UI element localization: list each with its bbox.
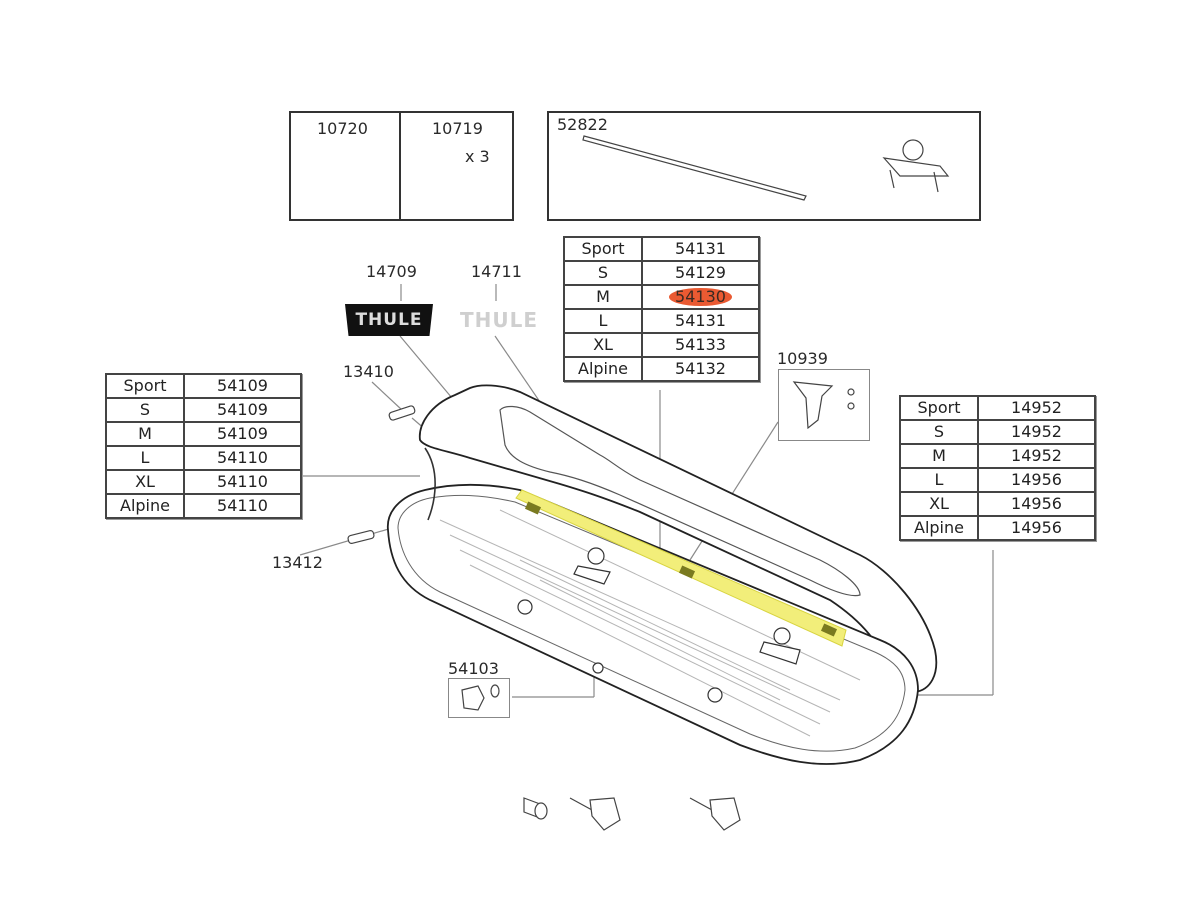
size-cell: XL <box>899 491 979 517</box>
part-number-cell[interactable]: 14952 <box>977 419 1096 445</box>
callout-13412[interactable]: 13412 <box>272 553 323 572</box>
part-number-cell[interactable]: 54131 <box>641 308 760 334</box>
size-cell: L <box>899 467 979 493</box>
lock-cap-54103 <box>461 684 500 711</box>
logo-text: THULE <box>459 308 539 332</box>
part-number-label: 10719 <box>432 119 483 138</box>
hinge-plate-13410 <box>388 405 416 421</box>
size-cell: Alpine <box>899 515 979 541</box>
size-cell: L <box>563 308 643 334</box>
thule-logo-light[interactable]: THULE <box>458 304 540 336</box>
size-cell: Sport <box>563 236 643 262</box>
size-cell: XL <box>105 469 185 495</box>
part-number-cell[interactable]: 14952 <box>977 395 1096 421</box>
size-cell: XL <box>563 332 643 358</box>
lid-strut <box>424 447 436 521</box>
logo-14709-label: 14709 <box>366 262 417 281</box>
logo-text: THULE <box>355 310 423 330</box>
size-cell: S <box>899 419 979 445</box>
rail-kit-icons <box>582 135 950 201</box>
part-number-cell[interactable]: 54110 <box>183 493 302 519</box>
quantity-label: x 3 <box>465 147 490 166</box>
keys-and-cylinder <box>523 797 741 831</box>
size-cell: L <box>105 445 185 471</box>
part-box-10719[interactable]: 10719 x 3 <box>399 111 514 221</box>
part-number-cell[interactable]: 54110 <box>183 445 302 471</box>
size-cell: S <box>105 397 185 423</box>
mounting-knobs <box>517 547 801 703</box>
part-number-cell[interactable]: 54109 <box>183 373 302 399</box>
part-number-cell[interactable]: 54132 <box>641 356 760 382</box>
part-number-cell[interactable]: 14956 <box>977 491 1096 517</box>
callout-10939[interactable]: 10939 <box>777 349 828 368</box>
part-box-52822[interactable]: 52822 <box>547 111 981 221</box>
size-cell: M <box>563 284 643 310</box>
table-row-highlighted[interactable]: M 54130 <box>563 284 760 310</box>
part-number-cell[interactable]: 14952 <box>977 443 1096 469</box>
interior-ribs <box>439 509 861 737</box>
size-cell: Alpine <box>105 493 185 519</box>
thule-logo-dark[interactable]: THULE <box>345 304 433 336</box>
part-box-10720[interactable]: 10720 <box>289 111 401 221</box>
size-cell: Sport <box>899 395 979 421</box>
part-box-10939[interactable] <box>778 369 870 441</box>
part-number-cell[interactable]: 54130 <box>641 284 760 310</box>
part-number-cell[interactable]: 54133 <box>641 332 760 358</box>
highlighted-rail <box>515 489 847 647</box>
logo-14711-label: 14711 <box>471 262 522 281</box>
size-cell: M <box>899 443 979 469</box>
part-number-cell[interactable]: 54131 <box>641 236 760 262</box>
size-cell: Alpine <box>563 356 643 382</box>
part-number-cell[interactable]: 54129 <box>641 260 760 286</box>
size-cell: Sport <box>105 373 185 399</box>
part-box-54103[interactable] <box>448 678 510 718</box>
highlighted-part-number[interactable]: 54130 <box>669 288 732 306</box>
part-number-label: 52822 <box>557 115 608 134</box>
part-number-cell[interactable]: 54109 <box>183 421 302 447</box>
part-number-cell[interactable]: 54109 <box>183 397 302 423</box>
part-number-cell[interactable]: 14956 <box>977 515 1096 541</box>
size-cell: M <box>105 421 185 447</box>
part-number-cell[interactable]: 54110 <box>183 469 302 495</box>
size-cell: S <box>563 260 643 286</box>
cargo-box-lid <box>418 384 938 693</box>
callout-54103[interactable]: 54103 <box>448 659 499 678</box>
leader-lines <box>299 284 994 698</box>
hinge-plate-13412 <box>347 530 375 544</box>
bracket-10939 <box>792 381 855 430</box>
callout-13410[interactable]: 13410 <box>343 362 394 381</box>
part-number-cell[interactable]: 14956 <box>977 467 1096 493</box>
part-number-label: 10720 <box>317 119 368 138</box>
